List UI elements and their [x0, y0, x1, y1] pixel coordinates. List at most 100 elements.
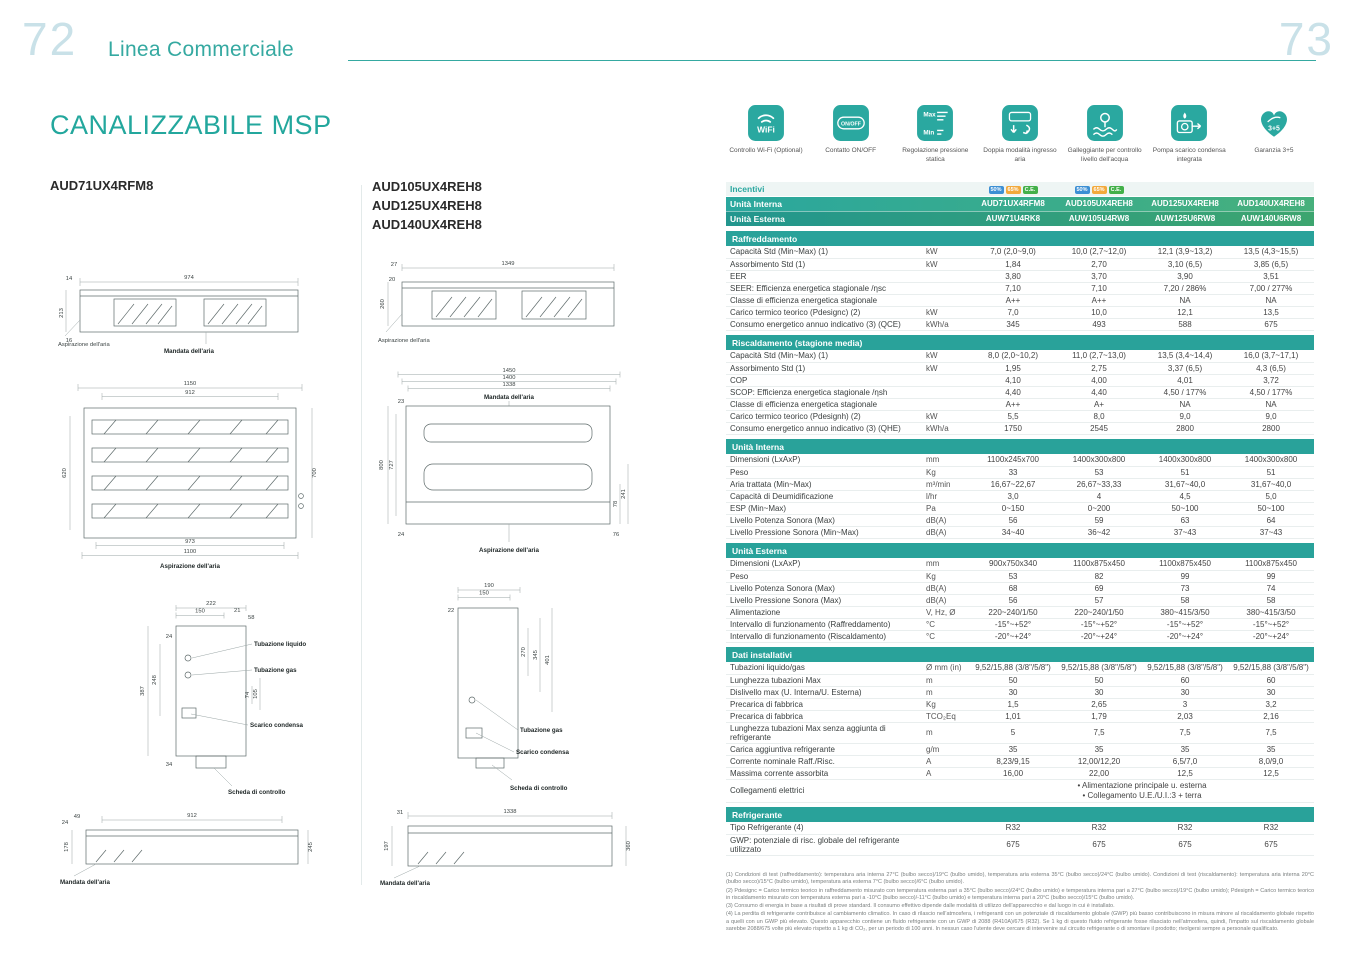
spec-unit: dB(A) [922, 594, 971, 607]
spec-unit: dB(A) [922, 514, 971, 527]
spec-value: 1400x300x800 [1228, 454, 1315, 467]
spec-value: 1400x300x800 [1056, 454, 1143, 467]
drawing-label: Tubazione liquido [254, 641, 306, 648]
spec-value: 30 [970, 686, 1057, 699]
incentivi-badges [1228, 182, 1315, 197]
dimension-label: 912 [187, 813, 197, 819]
drawing-aud71-side-view: 222 150 21 58 24 248 387 74 105 34 Tubaz… [136, 598, 320, 798]
spec-row: Classe di efficienza energetica stagiona… [726, 294, 1315, 307]
column-divider [361, 185, 362, 885]
drawing-aud105-bottom-view: 31 1338 197 360 Mandata dell'aria [376, 804, 638, 890]
spec-value: 9,0 [1142, 410, 1229, 423]
spec-value: 16,0 (3,7~17,1) [1228, 350, 1315, 363]
spec-value: 13,5 (4,3~15,5) [1228, 246, 1315, 259]
spec-value: 6,5/7,0 [1142, 755, 1229, 768]
spec-value: 26,67~33,33 [1056, 478, 1143, 491]
spec-unit: dB(A) [922, 526, 971, 539]
spec-unit: m [922, 674, 971, 687]
spec-value: 13,5 [1228, 306, 1315, 319]
spec-value: -20°~+24° [1142, 630, 1229, 643]
spec-value: 4,00 [1056, 374, 1143, 387]
spec-label: Lunghezza tubazioni Max [726, 674, 922, 687]
section-header-row: Raffreddamento [726, 231, 1315, 246]
spec-value: -15°~+52° [1056, 618, 1143, 631]
spec-value: 2800 [1142, 422, 1229, 435]
model-name-aud140: AUD140UX4REH8 [372, 216, 482, 232]
esterna-model: AUW125U6RW8 [1142, 211, 1229, 227]
spec-value: 9,52/15,88 (3/8"/5/8") [970, 662, 1057, 675]
spec-value: 59 [1056, 514, 1143, 527]
spec-value: 56 [970, 514, 1057, 527]
dimension-label: 34 [166, 762, 173, 768]
spec-row: GWP: potenziale di risc. globale del ref… [726, 834, 1315, 856]
section-header-row: Unità Interna [726, 439, 1315, 454]
spec-value: 12,5 [1228, 767, 1315, 780]
section-title: Refrigerante [726, 807, 1315, 822]
spec-label: Capacità di Deumidificazione [726, 490, 922, 503]
dimension-label: 401 [545, 655, 551, 665]
spec-label: Collegamenti elettrici [726, 779, 922, 803]
spec-value: 5 [970, 722, 1057, 744]
dimension-label: 974 [184, 275, 194, 281]
spec-value: 82 [1056, 570, 1143, 583]
dimension-label: 21 [234, 608, 240, 614]
spec-label: Carica aggiuntiva refrigerante [726, 743, 922, 756]
spec-unit: °C [922, 630, 971, 643]
spec-label: Aria trattata (Min~Max) [726, 478, 922, 491]
esterna-model: AUW71U4RK8 [970, 211, 1057, 227]
footnote: (1) Condizioni di test (raffreddamento):… [726, 872, 1314, 886]
spec-value: 50 [1056, 674, 1143, 687]
dimension-label: 14 [66, 276, 73, 282]
spec-unit: V, Hz, Ø [922, 606, 971, 619]
spec-value: 16,67~22,67 [970, 478, 1057, 491]
spec-value: -20°~+24° [1056, 630, 1143, 643]
spec-value: 30 [1228, 686, 1315, 699]
spec-value: 1,79 [1056, 710, 1143, 723]
dimension-label: 31 [397, 810, 403, 816]
spec-value: 4,10 [970, 374, 1057, 387]
spec-value: R32 [1142, 822, 1229, 835]
spec-value: R32 [1228, 822, 1315, 835]
spec-value: 1750 [970, 422, 1057, 435]
spec-unit: kWh/a [922, 422, 971, 435]
spec-value: 900x750x340 [970, 558, 1057, 571]
section-header-row: Refrigerante [726, 807, 1315, 822]
spec-label: Alimentazione [726, 606, 922, 619]
feature-item: Doppia modalità ingresso aria [980, 104, 1060, 165]
incentive-badge: 65% [1091, 185, 1107, 194]
spec-value: 1,5 [970, 698, 1057, 711]
incentive-badge: C.E. [1022, 185, 1038, 194]
spec-value: R32 [970, 822, 1057, 835]
drawing-aud105-top-view: 27 1349 20 260 Aspirazione dell'aria [376, 256, 638, 352]
spec-value: -20°~+24° [970, 630, 1057, 643]
spec-unit [922, 374, 971, 387]
spec-value: 3,90 [1142, 270, 1229, 283]
spec-label: Peso [726, 466, 922, 479]
spec-value: NA [1228, 294, 1315, 307]
spec-label: Assorbimento Std (1) [726, 362, 922, 375]
spec-value: 675 [1142, 834, 1229, 856]
spec-value: 3,70 [1056, 270, 1143, 283]
dimension-label: 1150 [184, 381, 196, 387]
spec-value: 7,5 [1142, 722, 1229, 744]
spec-value: 10,0 (2,7~12,0) [1056, 246, 1143, 259]
esterna-model: AUW140U6RW8 [1228, 211, 1315, 227]
section-title: Riscaldamento (stagione media) [726, 335, 1315, 350]
spec-value: 3,37 (6,5) [1142, 362, 1229, 375]
spec-label: Assorbimento Std (1) [726, 258, 922, 271]
spec-value: 37~43 [1142, 526, 1229, 539]
spec-value: A++ [970, 398, 1057, 411]
drawing-label: Mandata dell'aria [380, 880, 431, 887]
drawing-aud71-front-view: 1150 912 620 700 973 1100 Aspirazione de… [56, 378, 324, 570]
